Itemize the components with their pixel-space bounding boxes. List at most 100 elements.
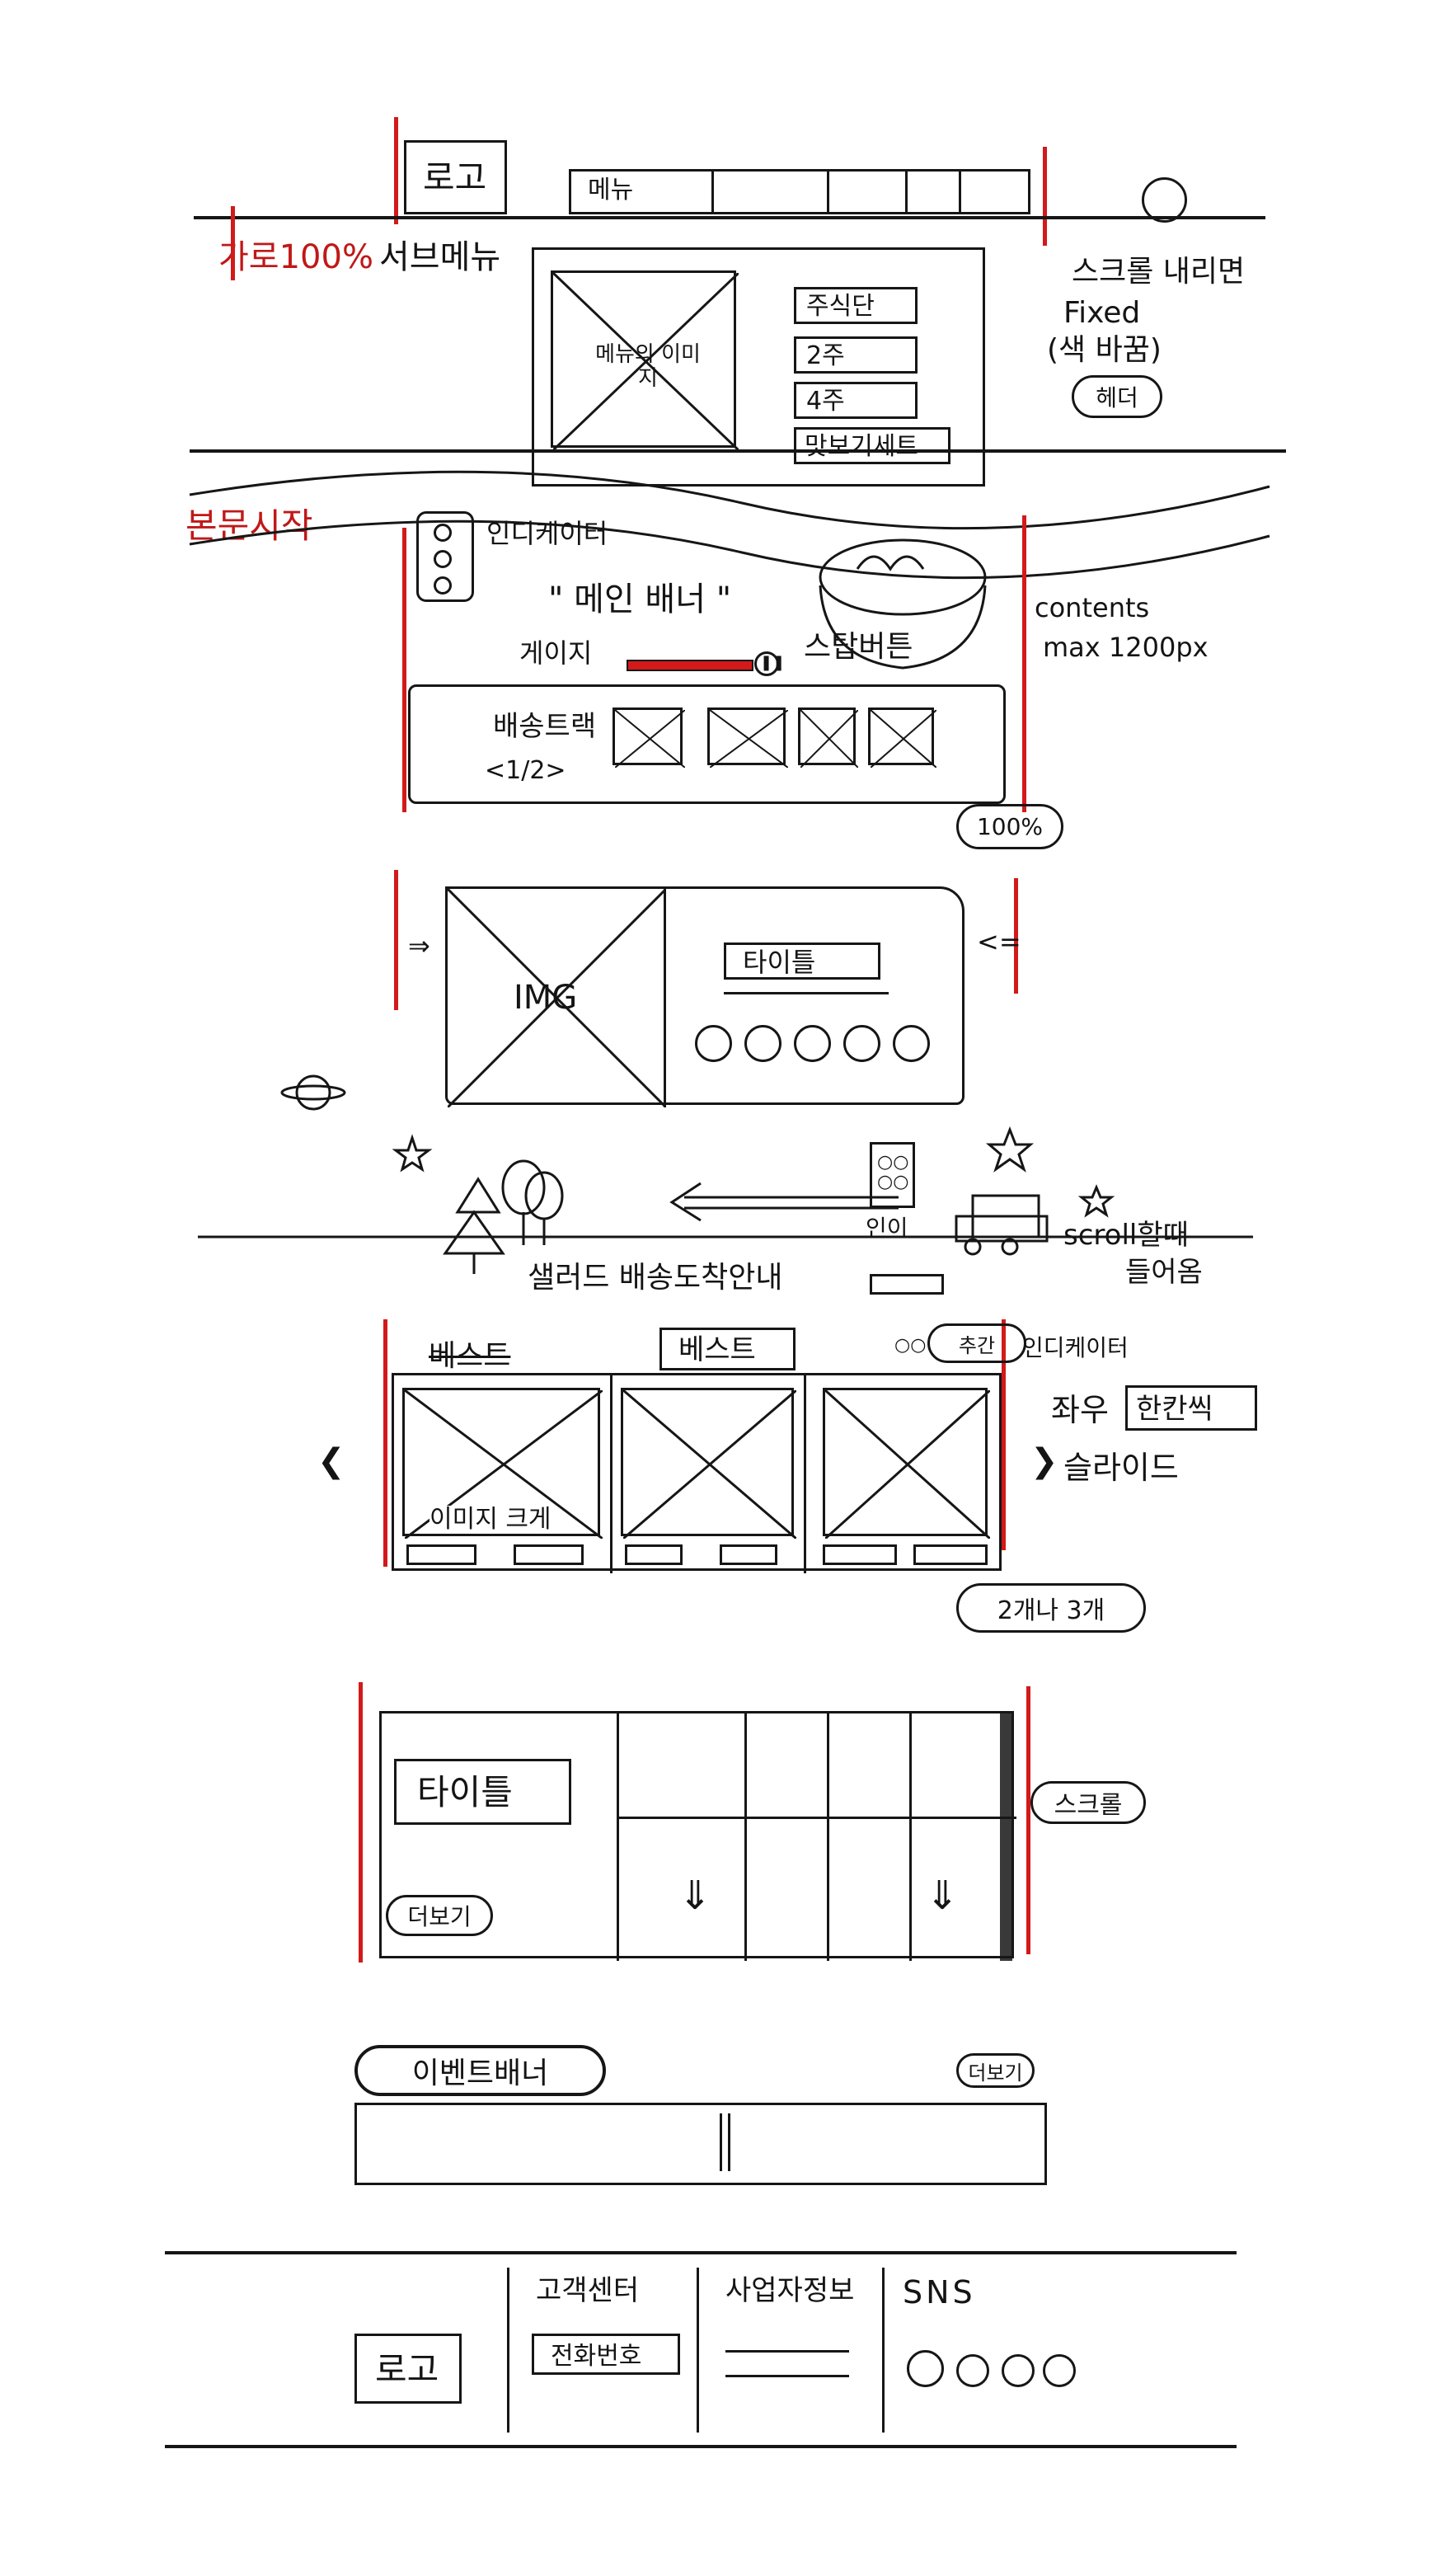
feature-card: IMG 타이틀 [445, 886, 965, 1107]
sns-icon[interactable] [956, 2354, 989, 2387]
delivery-thumb[interactable] [798, 707, 858, 768]
footer-sns-title: SNS [903, 2274, 976, 2310]
footer-bottom-line [165, 2445, 1237, 2448]
full-width-marker [394, 117, 398, 224]
feature-option[interactable] [843, 1025, 880, 1062]
slide-right-icon[interactable]: ❯ [1030, 1442, 1058, 1480]
scroll-down-icon: ⇓ [926, 1873, 960, 1919]
scroll-note-1: 스크롤 내리면 [1072, 255, 1246, 289]
section-divider [190, 449, 1286, 453]
grid-section: 타이틀 더보기 ⇓ ⇓ [379, 1711, 1016, 1961]
event-title: 이벤트배너 [354, 2045, 606, 2096]
best-card[interactable] [613, 1375, 806, 1573]
arrow-in-left: ⇒ [408, 930, 430, 961]
indicator-dots[interactable]: ○○ [894, 1335, 927, 1356]
slide-note-1: 좌우 [1051, 1392, 1109, 1428]
best-card-tag [514, 1544, 584, 1565]
count-note: 2개나 3개 [956, 1583, 1146, 1633]
sns-icon[interactable] [907, 2350, 944, 2387]
contents-note-2: max 1200px [1043, 632, 1209, 663]
delivery-thumb[interactable] [868, 707, 936, 768]
menu-divider [827, 172, 829, 213]
sns-icon[interactable] [1002, 2354, 1035, 2387]
content-bound-left [402, 528, 406, 812]
footer-biz-line [725, 2350, 849, 2353]
header-note-bubble [1142, 177, 1187, 223]
best-title-old: 베스트 [429, 1339, 511, 1373]
grid-col-divider [909, 1713, 912, 1961]
indicator-note: 인디케이터 [486, 518, 608, 549]
best-card-tag [913, 1544, 988, 1565]
indicator-dot[interactable] [434, 576, 452, 595]
main-banner-title: " 메인 배너 " [548, 581, 732, 618]
phone-sketch: ○○○○ [870, 1142, 915, 1208]
feature-option[interactable] [794, 1025, 831, 1062]
best-card[interactable] [806, 1375, 1004, 1573]
main-start-note: 본문시작 [185, 505, 313, 546]
best-card-image [823, 1388, 990, 1539]
header-logo[interactable]: 로고 [404, 140, 507, 214]
footer-biz-title: 사업자정보 [725, 2274, 855, 2307]
event-banner-divider [728, 2113, 730, 2171]
header-menu-bar[interactable]: 메뉴 [569, 169, 1030, 214]
header-line [194, 216, 1265, 219]
scroll-note-2: Fixed [1063, 296, 1141, 330]
feature-option[interactable] [744, 1025, 781, 1062]
menu-divider [711, 172, 714, 213]
event-more-button[interactable]: 더보기 [956, 2053, 1035, 2088]
indicator-dot[interactable] [434, 550, 452, 568]
scroll-note-1: scroll할때 [1063, 1219, 1189, 1252]
scroll-scene-sketch [198, 1074, 1253, 1274]
sns-icon[interactable] [1043, 2354, 1076, 2387]
grid-col-divider [827, 1713, 829, 1961]
indicator-dot[interactable] [434, 524, 452, 542]
menu-divider [905, 172, 908, 213]
best-card[interactable]: 이미지 크게 [394, 1375, 613, 1573]
delivery-guide-bar[interactable] [870, 1274, 944, 1295]
footer-cs-phone[interactable]: 전화번호 [532, 2334, 680, 2375]
submenu-item-4[interactable]: 맛보기세트 [794, 427, 950, 464]
delivery-pager[interactable]: <1/2> [485, 756, 566, 785]
submenu-image: 메뉴의 이미지 [551, 270, 739, 450]
delivery-thumb[interactable] [613, 707, 685, 768]
scroll-down-icon: ⇓ [678, 1873, 712, 1919]
width-note-tag: 100% [956, 804, 1063, 849]
hover-note: 추간 [927, 1323, 1026, 1363]
grid-more-button[interactable]: 더보기 [386, 1895, 493, 1936]
footer-logo[interactable]: 로고 [354, 2334, 462, 2404]
grid-scroll-note: 스크롤 [1030, 1781, 1146, 1824]
delivery-thumb[interactable] [707, 707, 788, 768]
feature-option[interactable] [893, 1025, 930, 1062]
down-arrow-marker [231, 206, 235, 280]
submenu-panel: 메뉴의 이미지 주식단 2주 4주 맛보기세트 [532, 247, 985, 487]
grid-col-divider [744, 1713, 747, 1961]
contents-note-1: contents [1035, 592, 1150, 623]
submenu-item-1[interactable]: 주식단 [794, 287, 918, 324]
best-card-tag [720, 1544, 777, 1565]
stop-button[interactable]: ❚❚ [754, 651, 785, 676]
best-card-tag [406, 1544, 476, 1565]
content-bound-left [394, 870, 398, 1010]
footer-top-line [165, 2251, 1237, 2254]
slide-note-3: 슬라이드 [1063, 1450, 1179, 1486]
feature-option[interactable] [695, 1025, 732, 1062]
content-bound-right [1026, 1686, 1030, 1954]
feature-image: IMG [448, 889, 666, 1107]
grid-scrollbar[interactable] [1000, 1713, 1012, 1961]
phone-label: 인이 [866, 1215, 908, 1242]
best-card-image: 이미지 크게 [402, 1388, 603, 1539]
gauge-bar [627, 660, 753, 671]
grid-row-divider [617, 1817, 1016, 1819]
full-width-note: 가로100% [218, 238, 373, 276]
grid-title: 타이틀 [394, 1759, 571, 1825]
event-banner[interactable] [354, 2103, 1047, 2185]
delivery-tracker: 배송트랙 <1/2> [408, 684, 1006, 804]
phone-grid-icon: ○○○○ [877, 1152, 909, 1193]
delivery-guide-label: 샐러드 배송도착안내 [528, 1261, 783, 1295]
best-card-tag [823, 1544, 897, 1565]
menu-label: 메뉴 [588, 176, 634, 204]
content-bound-right [1002, 1319, 1006, 1550]
slide-left-icon[interactable]: ❮ [317, 1442, 345, 1480]
submenu-item-2[interactable]: 2주 [794, 336, 918, 374]
submenu-item-3[interactable]: 4주 [794, 382, 918, 419]
